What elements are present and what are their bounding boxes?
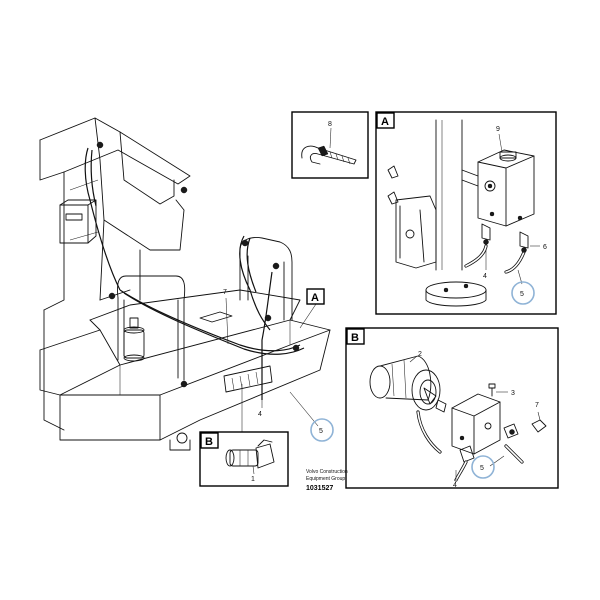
view-b-label-3: 3 [511,390,515,397]
view-a-highlight-circle [511,281,535,305]
view-a-label-4: 4 [483,273,487,280]
diagram-footer: Volvo Construction Equipment Group 10315… [306,469,348,492]
main-assembly-view: 7 4 5 A [39,117,334,451]
source-line-2: Equipment Group [306,476,345,482]
view-b-label-4: 4 [453,482,457,489]
view-b-small-detail: B 1 [199,431,289,487]
view-b-label-5: 5 [480,465,484,472]
view-a-ref-tag [306,288,325,305]
view-b-label-7: 7 [535,402,539,409]
main-highlight-circle [310,418,334,442]
view-b-highlight-circle [471,455,495,479]
source-line-1: Volvo Construction [306,469,348,475]
strap-label-8: 8 [328,121,332,128]
view-a-label-9: 9 [496,126,500,133]
main-label-5: 5 [319,428,323,435]
view-b-detail: B 2 3 7 5 [345,327,559,489]
view-a-label-5: 5 [520,291,524,298]
view-b-small-caption: B [205,436,213,448]
view-b-label-2: 2 [418,351,422,358]
view-b-small-label-1: 1 [251,476,255,483]
view-a-ref-letter: A [311,292,319,304]
view-a-label-6: 6 [543,244,547,251]
view-a-detail: A 9 6 4 [375,111,557,315]
view-b-caption: B [351,332,359,344]
view-a-caption: A [381,116,389,128]
view-a-frame [375,111,557,315]
strap-detail: 8 [291,111,369,179]
main-label-4: 4 [258,411,262,418]
document-number: 1031527 [306,485,333,492]
main-label-7: 7 [223,289,227,296]
